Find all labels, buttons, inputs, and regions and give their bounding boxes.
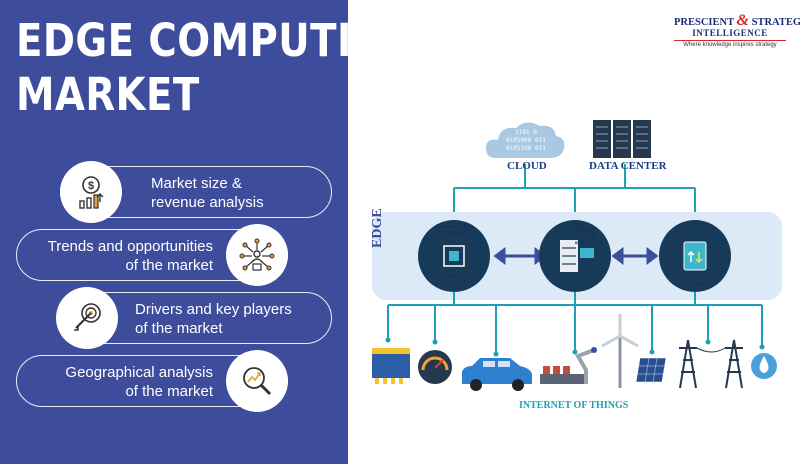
cloud-icon: 1101 0 0101000 011 0101100 011 <box>486 122 565 158</box>
network-person-icon <box>239 238 275 271</box>
svg-text:0101100 011: 0101100 011 <box>506 145 546 152</box>
edge-diagram: 1101 0 0101000 011 0101100 011 <box>372 120 782 391</box>
robot-arm-icon <box>540 347 597 384</box>
cloud-label: CLOUD <box>507 160 547 172</box>
left-panel: EDGE COMPUTING MARKET Market size &reven… <box>0 0 417 464</box>
feature-icon-circle <box>56 287 118 349</box>
money-growth-icon: $ <box>79 176 104 209</box>
svg-text:0101000 011: 0101000 011 <box>506 137 546 144</box>
edge-node-m2m <box>659 220 731 292</box>
svg-text:$: $ <box>88 180 94 192</box>
feature-icon-circle <box>226 224 288 286</box>
power-tower-icon <box>679 339 743 389</box>
page-title: EDGE COMPUTING MARKET <box>16 14 417 121</box>
feature-pill-market-size: Market size &revenue analysis <box>60 166 332 218</box>
edge-node-realtime <box>418 220 490 292</box>
speedometer-icon <box>418 350 452 384</box>
feature-icon-circle <box>226 350 288 412</box>
feature-label: Market size &revenue analysis <box>151 175 264 211</box>
data-center-icon <box>593 120 651 158</box>
car-icon <box>462 358 532 391</box>
solar-panel-icon <box>635 357 667 383</box>
edge-label: EDGE <box>370 208 385 248</box>
server-rack-icon <box>372 348 410 384</box>
iot-label: INTERNET OF THINGS <box>519 400 629 411</box>
edge-node-caching <box>539 220 611 292</box>
feature-icon-circle: $ <box>60 161 122 223</box>
water-drop-icon <box>751 353 777 379</box>
svg-text:1101 0: 1101 0 <box>515 129 537 136</box>
target-arrow-icon <box>74 303 101 331</box>
wind-turbine-icon <box>601 314 639 388</box>
magnifier-chart-icon <box>243 367 272 396</box>
company-logo: PRESCIENT & STRATEGIC INTELLIGENCE Where… <box>674 12 800 48</box>
data-center-label: DATA CENTER <box>589 160 667 172</box>
